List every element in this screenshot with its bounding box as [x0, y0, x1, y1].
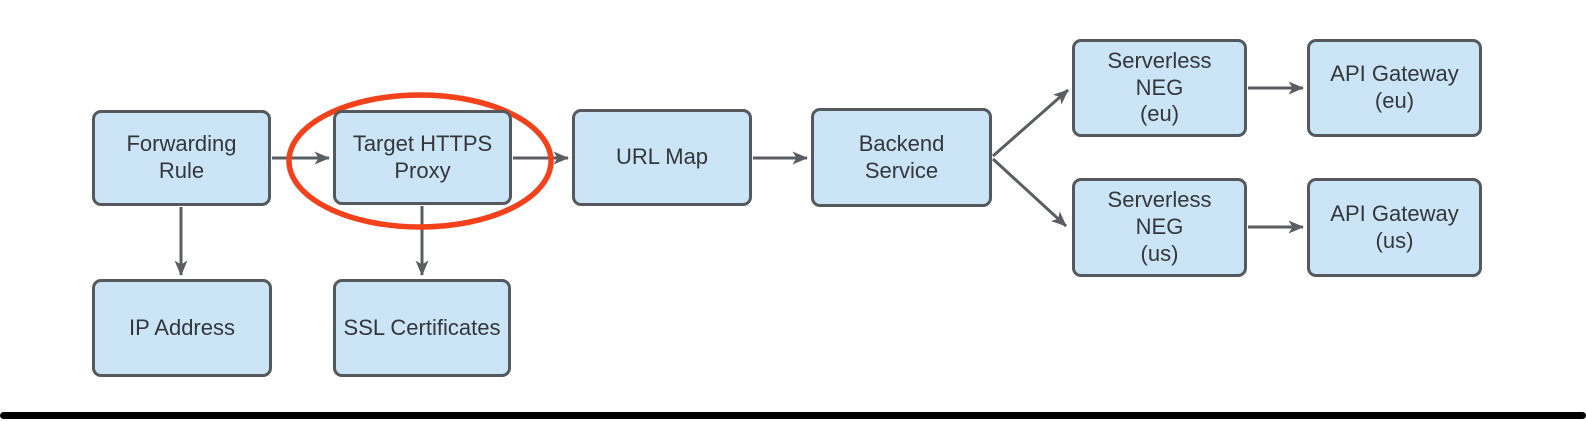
edge-backend-service-to-serverless-neg-us — [991, 157, 1068, 228]
node-label: Serverless NEG (eu) — [1107, 47, 1212, 127]
node-ssl-certificates: SSL Certificates — [333, 279, 511, 377]
node-forwarding-rule: Forwarding Rule — [92, 110, 271, 206]
node-backend-service: Backend Service — [811, 108, 992, 207]
node-label: API Gateway (us) — [1330, 200, 1459, 253]
node-label: SSL Certificates — [343, 314, 501, 340]
node-label: Target HTTPS Proxy — [352, 130, 493, 183]
node-api-gateway-us: API Gateway (us) — [1307, 178, 1482, 277]
node-label: Backend Service — [858, 130, 945, 183]
node-label: Serverless NEG (us) — [1107, 187, 1212, 266]
node-api-gateway-eu: API Gateway (eu) — [1307, 39, 1482, 137]
node-label: API Gateway (eu) — [1330, 61, 1459, 113]
node-label: IP Address — [129, 314, 235, 340]
node-target-https-proxy: Target HTTPS Proxy — [333, 110, 512, 205]
edge-backend-service-to-serverless-neg-eu — [992, 88, 1069, 158]
node-url-map: URL Map — [572, 109, 752, 206]
node-label: URL Map — [615, 144, 709, 170]
node-label: Forwarding Rule — [126, 131, 237, 183]
bottom-border-line — [0, 412, 1586, 419]
node-serverless-neg-us: Serverless NEG (us) — [1072, 178, 1247, 277]
node-ip-address: IP Address — [92, 279, 272, 377]
node-serverless-neg-eu: Serverless NEG (eu) — [1072, 39, 1247, 137]
